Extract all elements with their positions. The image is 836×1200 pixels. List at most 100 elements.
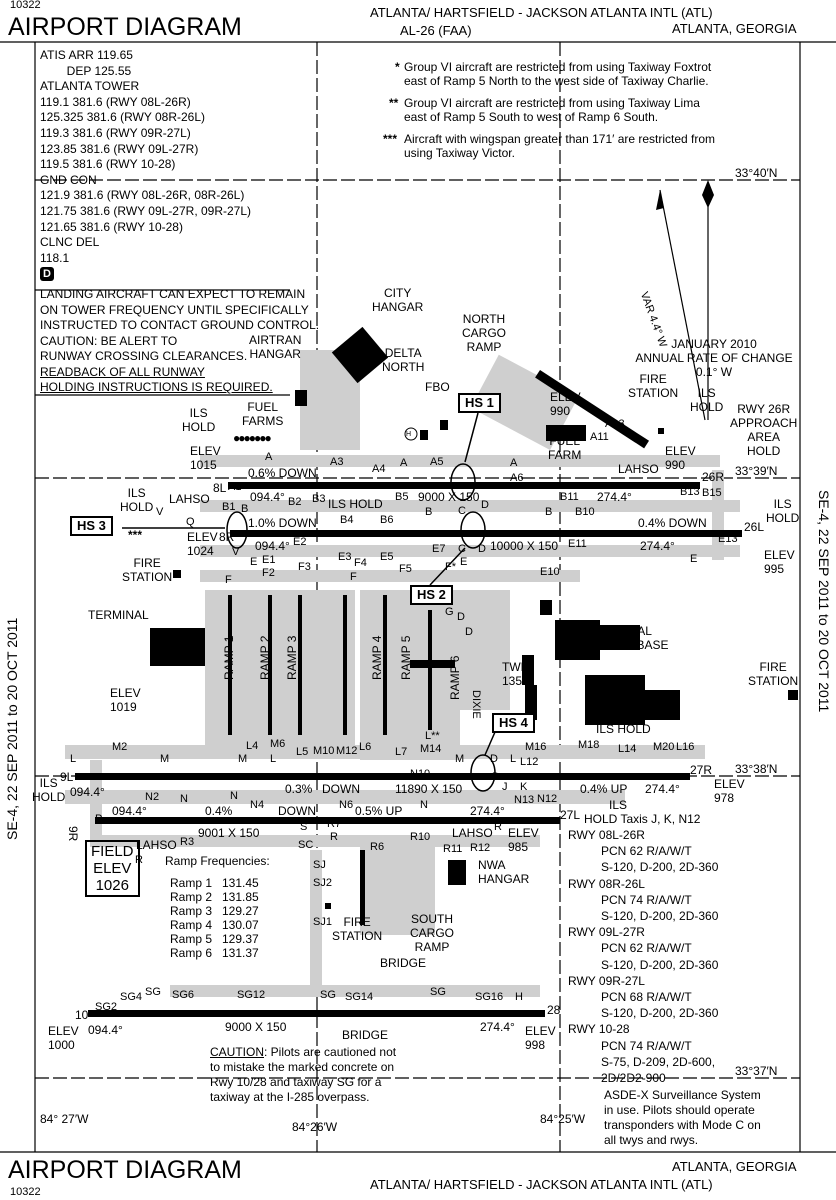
note-mark: ** (389, 96, 399, 110)
hot-spot-2[interactable]: HS 2 (410, 585, 453, 605)
text-line: ANNUAL RATE OF CHANGE (635, 351, 793, 365)
text-line: JANUARY 2010 (671, 337, 757, 351)
ramp-frequency: 130.07 (222, 918, 259, 932)
ramp-name: Ramp 6 (170, 946, 213, 960)
lat-33-38: 33°38′N (735, 762, 778, 776)
rwy-8r-heading: 094.4° (255, 539, 290, 553)
taxiway-label: B6 (380, 514, 394, 526)
freq-line: GND CON (40, 172, 97, 187)
taxiway-label: D (478, 543, 486, 555)
pcn-value: PCN 68 R/A/W/T (601, 990, 692, 1005)
hot-spot-4[interactable]: HS 4 (492, 713, 535, 733)
taxiway-label: D (492, 771, 500, 783)
t: ILS (609, 798, 628, 812)
t: 1357 (502, 674, 529, 688)
ramp-2-label: RAMP 2 (258, 635, 272, 680)
rwy-9l-grade: 0.3% (285, 782, 313, 796)
t: FIELD (91, 843, 134, 860)
lahso-8l: LAHSO (169, 492, 210, 506)
hot-spot-1[interactable]: HS 1 (458, 393, 501, 413)
t: HOLD (766, 511, 800, 525)
note-text: Group VI aircraft are restricted from us… (404, 96, 700, 110)
t: AREA (747, 430, 781, 444)
taxiway-label: D (481, 499, 489, 511)
runway-8l-26r (228, 482, 700, 489)
annual-rate-change: JANUARY 2010 ANNUAL RATE OF CHANGE 0.1° … (629, 337, 799, 379)
freq-line: 118.1 (40, 250, 70, 265)
rwy-27r-heading: 274.4° (645, 782, 680, 796)
taxiway-label: B1 (222, 501, 236, 513)
rwy-10-heading: 094.4° (88, 1023, 123, 1037)
taxiway-label: R3 (180, 836, 195, 848)
t: FUEL (247, 400, 279, 414)
runway-10-28 (88, 1010, 545, 1017)
taxiway-label: L7 (395, 746, 408, 758)
ramp-name: Ramp 1 (170, 876, 213, 890)
taxiway-label: L4 (246, 740, 259, 752)
taxiway-label: V (156, 506, 164, 518)
taxiway-label: A11 (590, 431, 609, 443)
ramp-3-label: RAMP 3 (285, 635, 299, 680)
taxiway-label: A3 (330, 456, 344, 468)
pcn-value: PCN 62 R/A/W/T (601, 844, 692, 859)
taxiway-label: SJ2 (313, 877, 332, 889)
taxiway-label: M (238, 753, 248, 765)
rwy-9r-grade: 0.4% (205, 804, 233, 818)
taxiway-label: C (458, 505, 466, 517)
taxiway-label: A4 (372, 463, 386, 475)
taxiway-label: SG (430, 986, 446, 998)
t: HANGAR (372, 300, 424, 314)
t: ELEV (665, 444, 696, 458)
taxiway-label: B5 (395, 491, 409, 503)
taxiway-label: L (510, 753, 517, 765)
taxiway-label: E (250, 556, 258, 568)
t: NORTH (382, 360, 425, 374)
taxiway-label: N12 (537, 793, 558, 805)
t: FIRE (343, 915, 371, 929)
t: 995 (764, 562, 785, 576)
t: 1015 (190, 458, 217, 472)
taxiway-label: R12 (470, 842, 491, 854)
buildings (150, 326, 798, 925)
heliport-label: H (406, 431, 412, 438)
t: FARMS (242, 414, 284, 428)
taxiway-label: M20 (653, 741, 675, 753)
pcn-weights: S-120, D-200, 2D-360 (601, 1006, 719, 1021)
taxiway-label: Q (186, 516, 195, 528)
t: 1024 (187, 544, 214, 558)
t: 990 (665, 458, 686, 472)
note-line: RUNWAY CROSSING CLEARANCES. (40, 349, 248, 363)
hot-spot-3[interactable]: HS 3 (70, 516, 113, 536)
taxiway-label: L16 (676, 741, 695, 753)
pcn-runway: RWY 08R-26L (568, 876, 645, 891)
taxiway-label: N4 (250, 799, 265, 811)
rwy-9r-grade-mid: DOWN (278, 804, 316, 818)
taxiway-label: F (225, 574, 232, 586)
rwy-10-end: 10 (75, 1008, 89, 1022)
fuel-tanks-icon: ●●●●●●● (233, 431, 272, 445)
lon-84-26: 84°26′W (292, 1120, 338, 1134)
t: STATION (332, 929, 383, 943)
taxiway-label: M18 (578, 739, 600, 751)
taxiway-label: E (460, 556, 468, 568)
t: FUEL (549, 434, 581, 448)
t: 985 (508, 840, 529, 854)
taxiway-label: F* (445, 561, 456, 573)
rwy-27r-end: 27R (690, 763, 713, 777)
taxiway-label: M12 (336, 745, 358, 757)
rwy-26l-end: 26L (744, 520, 765, 534)
taxiway-label: B4 (340, 514, 354, 526)
taxiway-label: SG6 (172, 989, 195, 1001)
taxiway-label: R (494, 821, 502, 833)
ramp-name: Ramp 5 (170, 932, 213, 946)
t: ELEV (714, 777, 745, 791)
